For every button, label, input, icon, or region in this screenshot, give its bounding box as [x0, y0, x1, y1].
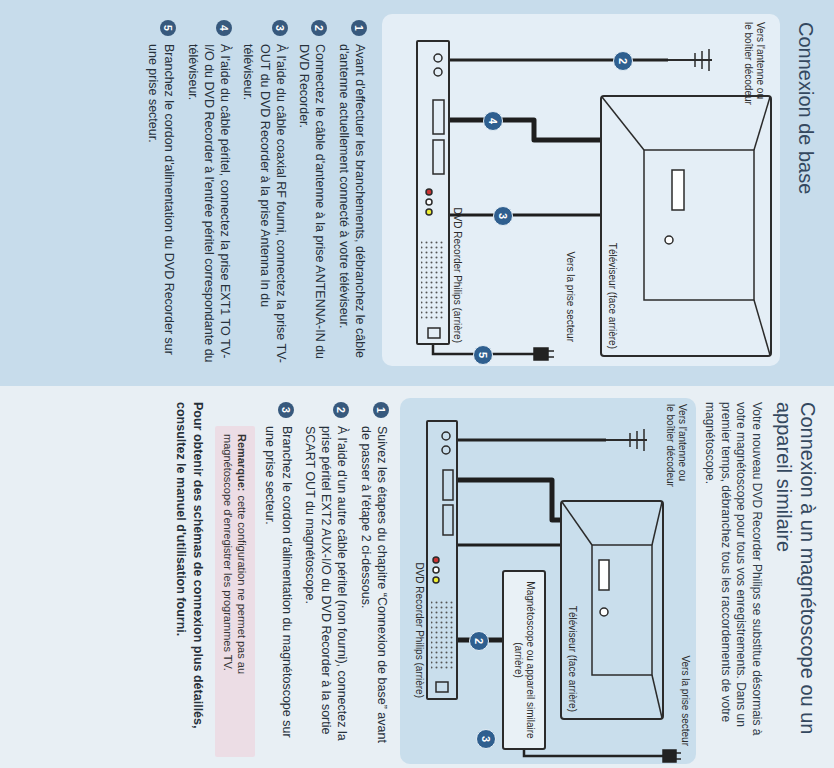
step-list: 1Suivez les étapes du chapitre “Connexio… [173, 402, 390, 757]
step-text: À l'aide du câble coaxial RF fourni, con… [240, 44, 289, 365]
device-label: DVD Recorder Philips (arrière) [451, 207, 463, 343]
vcr-box: Magnétoscope ou appareil similaire (arri… [502, 570, 546, 750]
step-text: À l'aide d'un autre câble péritel (non f… [302, 426, 351, 757]
step-row: 2Connectez le câble d'antenne à la prise… [296, 20, 329, 365]
step-text: Avant d'effectuer les branchements, débr… [336, 44, 369, 365]
annotation: Vers la prise secteur [679, 600, 691, 746]
step-text: Connectez le câble d'antenne à la prise … [296, 44, 329, 365]
step-row: 1Avant d'effectuer les branchements, déb… [336, 20, 369, 365]
note-text: Pour obtenir des schémas de connexion pl… [173, 402, 206, 757]
tv-back: Téléviseur (face arrière) [600, 95, 772, 357]
intro-text: Votre nouveau DVD Recorder Philips se su… [702, 402, 764, 754]
scart-cable [458, 480, 560, 520]
dvd-recorder: DVD Recorder Philips (arrière) [416, 40, 450, 345]
step-text: Suivez les étapes du chapitre “Connexion… [358, 426, 391, 757]
step-number: 2 [334, 402, 350, 418]
annotation: Vers l'antenne ou le boîtier décodeur [742, 22, 766, 106]
step-row: 5Branchez le cordon d'alimentation du DV… [145, 20, 178, 365]
callout-number: 2 [469, 631, 489, 651]
step-number: 4 [216, 20, 232, 36]
step-list: 1Avant d'effectuer les branchements, déb… [138, 20, 368, 365]
step-row: 1Suivez les étapes du chapitre “Connexio… [358, 402, 391, 757]
step-row: 3Branchez le cordon d'alimentation du ma… [262, 402, 295, 757]
device-label: Magnétoscope ou appareil similaire (arri… [512, 578, 536, 742]
device-label: DVD Recorder Philips (arrière) [413, 562, 425, 698]
step-text: À l'aide du câble péritel, connectez la … [185, 44, 234, 365]
step-text: Branchez le cordon d'alimentation du DVD… [145, 44, 178, 365]
tv-back: Téléviseur (face arrière) [560, 500, 664, 720]
device-label: Téléviseur (face arrière) [606, 243, 618, 349]
scart-cable [450, 120, 600, 140]
callout-number: 2 [613, 51, 633, 71]
step-text: Branchez le cordon d'alimentation du mag… [262, 426, 295, 757]
step-row: 3 À l'aide du câble coaxial RF fourni, co… [240, 20, 289, 365]
step-number: 1 [351, 20, 367, 36]
step-number: 3 [278, 402, 294, 418]
step-number: 1 [373, 402, 389, 418]
callout-number: 5 [473, 345, 493, 365]
section-title: Connexion à un magnétoscope ou un appare… [772, 402, 820, 752]
annotation: Vers la prise secteur [564, 250, 576, 342]
step-number: 2 [312, 20, 328, 36]
callout-number: 3 [476, 729, 496, 749]
step-number: 3 [272, 20, 288, 36]
device-label: Téléviseur (face arrière) [566, 606, 578, 712]
remark-box: Remarque:cette configuration ne permet p… [215, 426, 256, 757]
callout-number: 4 [483, 111, 503, 131]
coax-cable [458, 543, 560, 546]
step-row: 4 À l'aide du câble péritel, connectez la… [185, 20, 234, 365]
remark-text: Remarque: [236, 434, 248, 491]
coax-cable [450, 214, 600, 217]
annotation: Vers l'antenne ou le boîtier décodeur [664, 404, 688, 488]
step-row: 2 À l'aide d'un autre câble péritel (non … [302, 402, 351, 757]
callout-number: 3 [493, 206, 513, 226]
step-number: 5 [161, 20, 177, 36]
section-title: Connexion de base [794, 22, 818, 322]
dvd-recorder: DVD Recorder Philips (arrière) [426, 420, 458, 700]
